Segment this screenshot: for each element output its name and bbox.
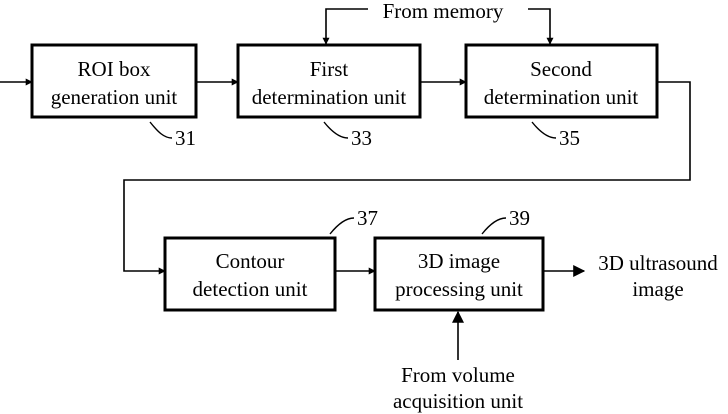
memory-arrow-left: [326, 9, 368, 44]
3d-image-processing-unit: 3D image processing unit: [375, 238, 543, 310]
ref-leader-39: [482, 218, 506, 234]
ref-leader-33: [324, 122, 348, 138]
ref-33: 33: [351, 126, 372, 150]
contour-detection-unit: Contour detection unit: [165, 238, 335, 310]
memory-arrow-right: [528, 9, 550, 44]
first-line2: determination unit: [252, 85, 407, 109]
ref-39: 39: [509, 206, 530, 230]
ref-35: 35: [559, 126, 580, 150]
ref-leader-31: [150, 122, 172, 138]
ref-leader-35: [532, 122, 556, 138]
second-line2: determination unit: [484, 85, 639, 109]
second-determination-unit: Second determination unit: [466, 45, 657, 117]
ref-31: 31: [175, 126, 196, 150]
from-volume-label-line2: acquisition unit: [393, 389, 523, 413]
from-volume-label-line1: From volume: [401, 363, 515, 387]
first-line1: First: [310, 57, 349, 81]
contour-line2: detection unit: [193, 277, 308, 301]
ref-37: 37: [357, 206, 378, 230]
3d-image-line2: processing unit: [395, 277, 523, 301]
contour-line1: Contour: [216, 249, 285, 273]
output-label-line2: image: [632, 277, 683, 301]
from-memory-label: From memory: [383, 0, 504, 23]
first-determination-unit: First determination unit: [238, 45, 420, 117]
roi-box-line1: ROI box: [78, 57, 151, 81]
3d-image-line1: 3D image: [418, 249, 500, 273]
roi-box-line2: generation unit: [51, 85, 178, 109]
ref-leader-37: [330, 218, 354, 234]
second-line1: Second: [530, 57, 592, 81]
roi-box-generation-unit: ROI box generation unit: [32, 45, 196, 117]
output-label-line1: 3D ultrasound: [598, 251, 718, 275]
